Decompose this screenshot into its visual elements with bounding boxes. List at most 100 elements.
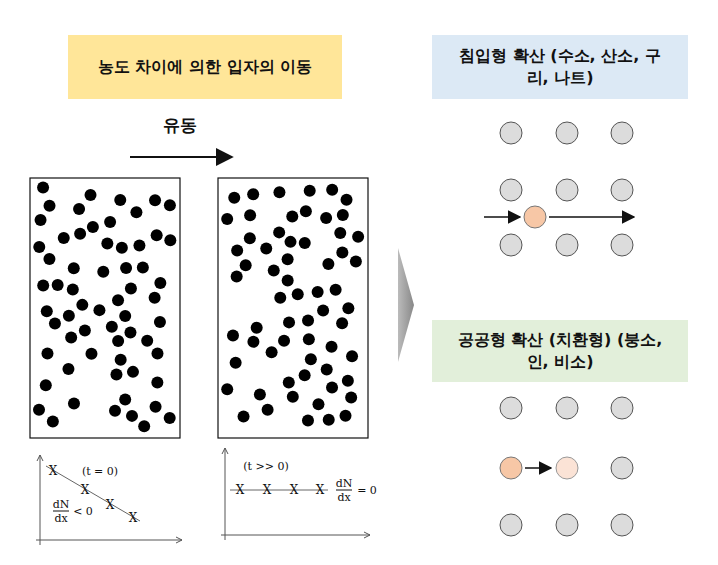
particle: [346, 350, 358, 362]
particle: [273, 226, 285, 238]
diffusion-arrow: [525, 467, 551, 469]
particle: [244, 209, 256, 221]
particle: [282, 274, 294, 286]
diffusion-arrow: [549, 216, 634, 218]
particle: [326, 341, 338, 353]
particle: [305, 353, 317, 365]
particle: [67, 284, 79, 296]
lattice-atom: [500, 122, 522, 144]
particle: [247, 188, 259, 200]
gradient-label: = 0: [357, 485, 377, 496]
particle: [342, 375, 354, 387]
particle: [76, 299, 88, 311]
particle: [52, 279, 64, 291]
particle: [340, 410, 352, 422]
particle: [336, 317, 348, 329]
time-label: (t = 0): [82, 466, 118, 477]
lattice-atom: [611, 457, 633, 479]
particle: [124, 326, 136, 338]
data-point: X: [316, 484, 325, 496]
gradient-label: dx: [337, 492, 350, 503]
substitutional-atom: [500, 457, 522, 479]
particle: [68, 262, 80, 274]
particle: [137, 261, 149, 273]
particle: [87, 221, 99, 233]
lattice-atom: [500, 514, 522, 536]
particle: [62, 363, 74, 375]
particle: [317, 305, 329, 317]
particle: [119, 393, 131, 405]
particle: [112, 335, 124, 347]
particle: [41, 347, 53, 359]
data-point: X: [290, 484, 299, 496]
particle: [303, 333, 315, 345]
lattice-atoms: [500, 122, 633, 256]
data-point: X: [81, 484, 90, 496]
particle: [342, 302, 354, 314]
particle: [101, 237, 113, 249]
vacancy: [556, 457, 578, 479]
particle: [273, 186, 285, 198]
data-point: X: [49, 465, 58, 477]
particle: [104, 216, 116, 228]
particle: [221, 213, 233, 225]
lattice-atom: [611, 397, 633, 419]
lattice-atom: [556, 397, 578, 419]
particle: [68, 397, 80, 409]
lattice-atom: [556, 122, 578, 144]
particle: [323, 414, 335, 426]
particle: [300, 205, 312, 217]
particle: [110, 368, 122, 380]
particle: [320, 212, 332, 224]
particle: [93, 304, 105, 316]
particle: [58, 232, 70, 244]
particle: [164, 199, 176, 211]
particle: [299, 369, 311, 381]
particle: [164, 234, 176, 246]
particle: [74, 228, 86, 240]
particle: [283, 316, 295, 328]
lattice-atom: [500, 397, 522, 419]
lattice-atom: [611, 122, 633, 144]
particle: [127, 366, 139, 378]
particle: [321, 363, 333, 375]
particle: [44, 200, 56, 212]
particle: [302, 315, 314, 327]
particle: [109, 405, 121, 417]
particle: [138, 420, 150, 432]
category-box: 침입형 확산 (수소, 산소, 구리, 나트): [432, 35, 688, 99]
particle: [304, 185, 316, 197]
particle: [251, 322, 263, 334]
lattice-atom: [500, 179, 522, 201]
particle: [302, 415, 314, 427]
particle: [350, 255, 362, 267]
data-point: X: [129, 512, 138, 524]
particle: [125, 283, 137, 295]
particle: [73, 203, 85, 215]
particle: [130, 206, 142, 218]
particle: [85, 348, 97, 360]
particle: [120, 262, 132, 274]
particle: [341, 194, 353, 206]
particle: [292, 288, 304, 300]
lattice-atom: [611, 514, 633, 536]
particle: [260, 243, 272, 255]
particle: [112, 294, 124, 306]
particle: [283, 377, 295, 389]
lattice-atom: [556, 179, 578, 201]
particle: [345, 391, 357, 403]
particle: [33, 404, 45, 416]
particle: [352, 231, 364, 243]
particle: [149, 292, 161, 304]
data-point: X: [236, 484, 245, 496]
particle: [262, 404, 274, 416]
box-heading: 농도 차이에 의한 입자의 이동: [98, 56, 312, 78]
flow-arrow: [130, 156, 232, 158]
particle: [254, 389, 266, 401]
concentration-graph: [221, 448, 370, 540]
particle: [164, 412, 176, 424]
particle: [33, 241, 45, 253]
particle: [286, 211, 298, 223]
lattice-atom: [611, 234, 633, 256]
